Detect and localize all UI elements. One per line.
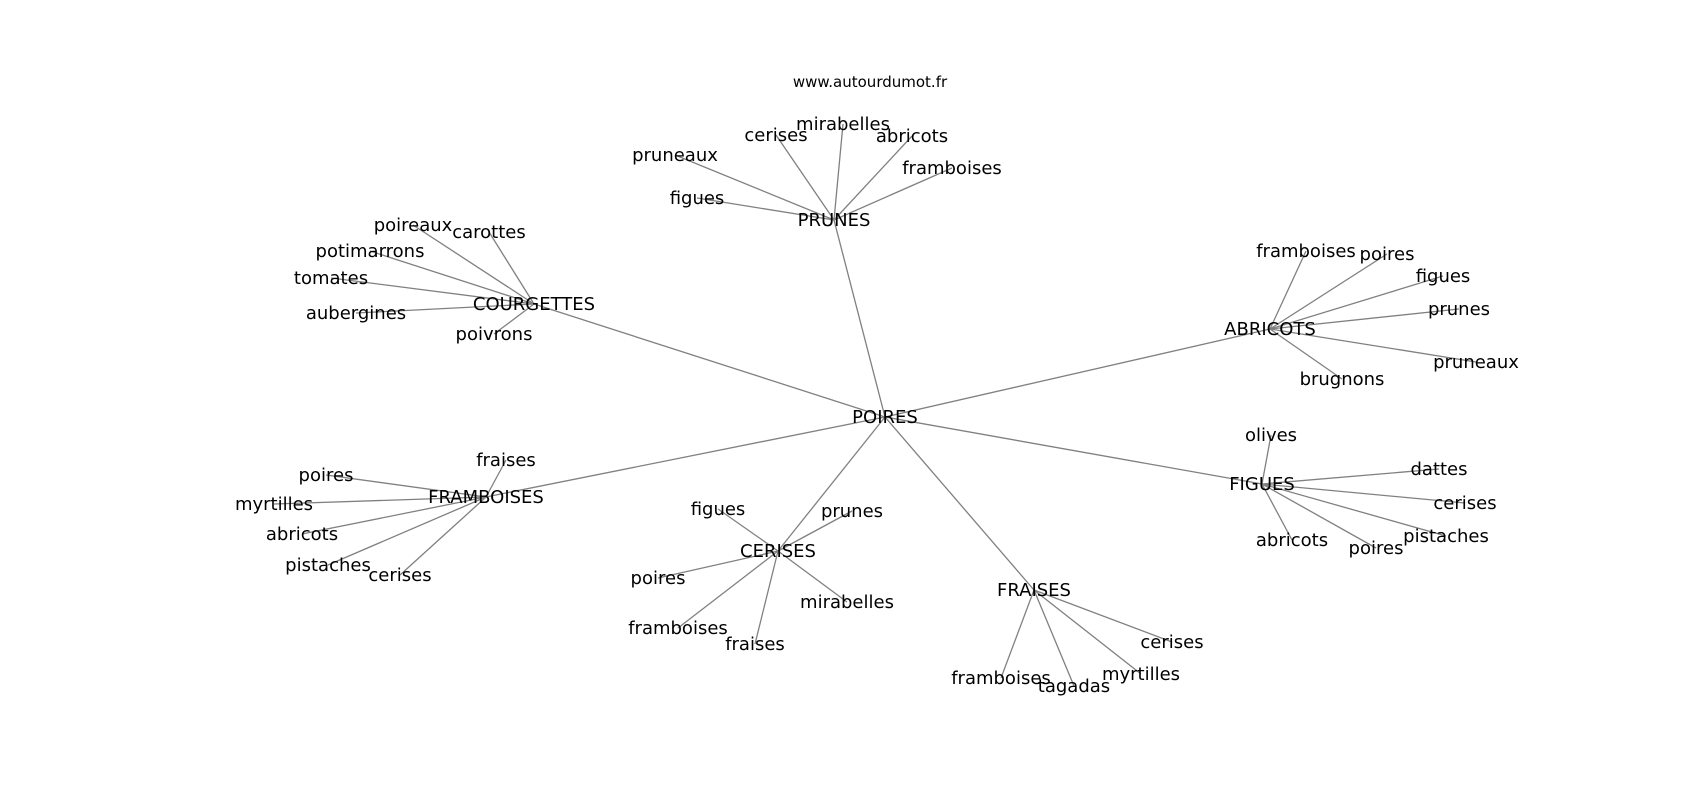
leaf-node: abricots: [876, 126, 948, 147]
edge-line: [777, 550, 848, 603]
edge-line: [1261, 483, 1377, 549]
edge-line: [777, 510, 853, 552]
edge-line: [533, 303, 886, 418]
leaf-node: poires: [631, 568, 686, 589]
leaf-node: abricots: [266, 524, 338, 545]
leaf-node: fraises: [725, 634, 785, 655]
hub-node: FRAISES: [997, 580, 1071, 601]
leaf-node: olives: [1245, 425, 1297, 446]
leaf-node: tomates: [294, 268, 368, 289]
leaf-node: pistaches: [285, 555, 371, 576]
leaf-node: framboises: [951, 668, 1051, 689]
edge-line: [1269, 328, 1477, 363]
edge-line: [1033, 589, 1173, 643]
leaf-node: fraises: [476, 450, 536, 471]
edges: [273, 123, 1477, 687]
edge-line: [325, 474, 487, 498]
edge-line: [1261, 434, 1272, 485]
edge-line: [330, 277, 535, 305]
leaf-node: pruneaux: [1433, 352, 1519, 373]
leaf-node: cerises: [368, 565, 431, 586]
edge-line: [657, 550, 779, 579]
edge-line: [833, 219, 886, 418]
edge-line: [717, 508, 779, 552]
leaf-node: abricots: [1256, 530, 1328, 551]
source-label: www.autourdumot.fr: [793, 73, 948, 91]
hub-node: FIGUES: [1229, 474, 1295, 495]
labels: www.autourdumot.fr POIRES PRUNES pruneaux c…: [235, 73, 1519, 697]
leaf-node: mirabelles: [796, 114, 890, 135]
leaf-node: myrtilles: [1102, 664, 1180, 685]
leaf-node: cerises: [744, 125, 807, 146]
edge-line: [884, 416, 1263, 485]
edge-line: [1033, 589, 1075, 687]
edge-line: [301, 496, 487, 535]
edge-line: [1261, 483, 1447, 537]
leaf-node: prunes: [821, 501, 883, 522]
edge-line: [833, 123, 844, 221]
leaf-node: poivrons: [456, 324, 533, 345]
leaf-node: carottes: [452, 222, 526, 243]
leaf-node: pruneaux: [632, 145, 718, 166]
leaf-node: poires: [1360, 244, 1415, 265]
hub-node: ABRICOTS: [1224, 319, 1316, 340]
edge-line: [327, 496, 487, 566]
leaf-node: framboises: [902, 158, 1002, 179]
leaf-node: poireaux: [374, 215, 453, 236]
edge-line: [1269, 275, 1444, 330]
edge-line: [399, 496, 487, 576]
leaf-node: myrtilles: [235, 494, 313, 515]
edge-line: [273, 496, 487, 505]
leaf-node: dattes: [1410, 459, 1467, 480]
edge-line: [884, 328, 1271, 418]
hub-node: CERISES: [740, 541, 816, 562]
edge-line: [1261, 468, 1440, 485]
edge-line: [1261, 483, 1466, 504]
edge-line: [485, 459, 507, 498]
leaf-node: cerises: [1140, 632, 1203, 653]
leaf-node: tagadas: [1038, 676, 1110, 697]
edge-line: [677, 550, 779, 629]
edge-line: [674, 154, 835, 221]
leaf-node: figues: [670, 188, 725, 209]
edge-line: [696, 197, 835, 221]
edge-line: [1269, 250, 1307, 330]
edge-line: [833, 135, 913, 221]
edge-line: [884, 416, 1035, 591]
edge-line: [493, 303, 535, 335]
edge-line: [1269, 308, 1460, 330]
hub-node: PRUNES: [798, 210, 871, 231]
edge-line: [777, 416, 886, 552]
hub-node: COURGETTES: [473, 294, 595, 315]
edge-line: [412, 224, 535, 305]
edge-line: [1000, 589, 1035, 679]
leaf-node: pistaches: [1403, 526, 1489, 547]
edge-line: [754, 550, 779, 645]
leaf-node: poires: [299, 465, 354, 486]
leaf-node: brugnons: [1300, 369, 1385, 390]
leaf-node: aubergines: [306, 303, 406, 324]
edge-line: [1269, 253, 1388, 330]
leaf-node: framboises: [628, 618, 728, 639]
edge-line: [369, 250, 535, 305]
edge-line: [775, 134, 835, 221]
leaf-node: prunes: [1428, 299, 1490, 320]
leaf-node: poires: [1349, 538, 1404, 559]
edge-line: [833, 167, 953, 221]
edge-line: [1269, 328, 1343, 380]
edge-line: [1033, 589, 1142, 675]
edge-line: [485, 416, 886, 498]
edge-line: [488, 231, 535, 305]
leaf-node: potimarrons: [316, 241, 425, 262]
edge-line: [1261, 483, 1293, 541]
leaf-node: figues: [691, 499, 746, 520]
edge-line: [355, 303, 535, 314]
hub-node: FRAMBOISES: [428, 487, 544, 508]
leaf-node: framboises: [1256, 241, 1356, 262]
center-node: POIRES: [852, 407, 918, 428]
leaf-node: figues: [1416, 266, 1471, 287]
leaf-node: mirabelles: [800, 592, 894, 613]
leaf-node: cerises: [1433, 493, 1496, 514]
